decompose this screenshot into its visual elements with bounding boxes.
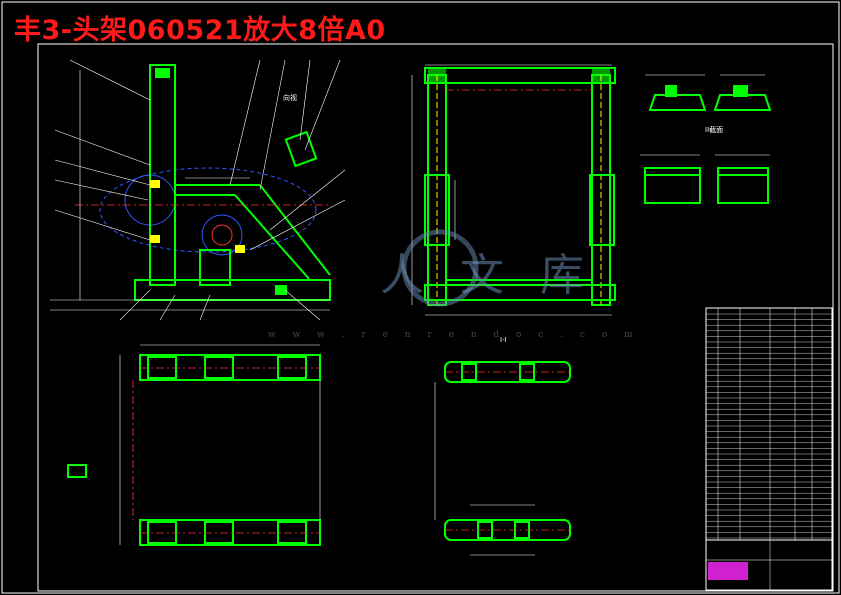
front-view bbox=[411, 64, 616, 316]
side-view bbox=[50, 59, 346, 321]
parts-list bbox=[705, 307, 833, 591]
view-label-end: I-I bbox=[500, 336, 507, 344]
watermark-url: w w w . r e n r e n d o c . c o m bbox=[268, 330, 640, 340]
view-label-section: II截面 bbox=[705, 125, 723, 134]
section-details bbox=[640, 74, 772, 204]
end-view bbox=[434, 361, 571, 556]
watermark-glyph: 库 bbox=[540, 250, 584, 301]
drawing-title: 丰3-头架060521放大8倍A0 bbox=[14, 15, 386, 46]
view-label-main: 向视 bbox=[283, 93, 297, 102]
watermark-ring bbox=[401, 229, 479, 307]
sheet-inner-border bbox=[37, 43, 834, 592]
plan-view bbox=[67, 344, 321, 546]
